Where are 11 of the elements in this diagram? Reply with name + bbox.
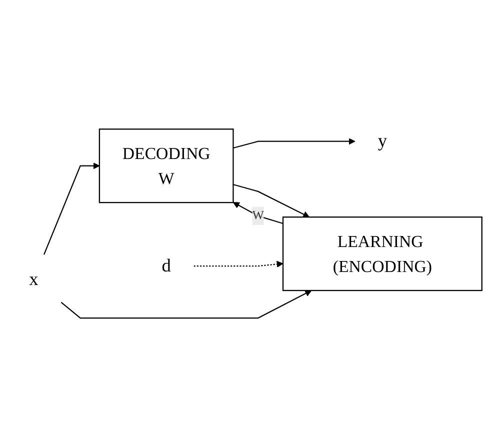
arrow — [233, 184, 310, 218]
node-text: y — [378, 132, 388, 152]
node-text: x — [29, 270, 38, 290]
arrow — [60, 290, 312, 320]
arrow — [194, 261, 284, 268]
edge-label: W — [252, 209, 264, 222]
node-box: DECODING W — [98, 128, 234, 204]
node-box: LEARNING (ENCODING) — [282, 216, 482, 292]
node-text: d — [162, 256, 171, 276]
arrow — [43, 162, 100, 256]
arrow — [233, 138, 356, 149]
